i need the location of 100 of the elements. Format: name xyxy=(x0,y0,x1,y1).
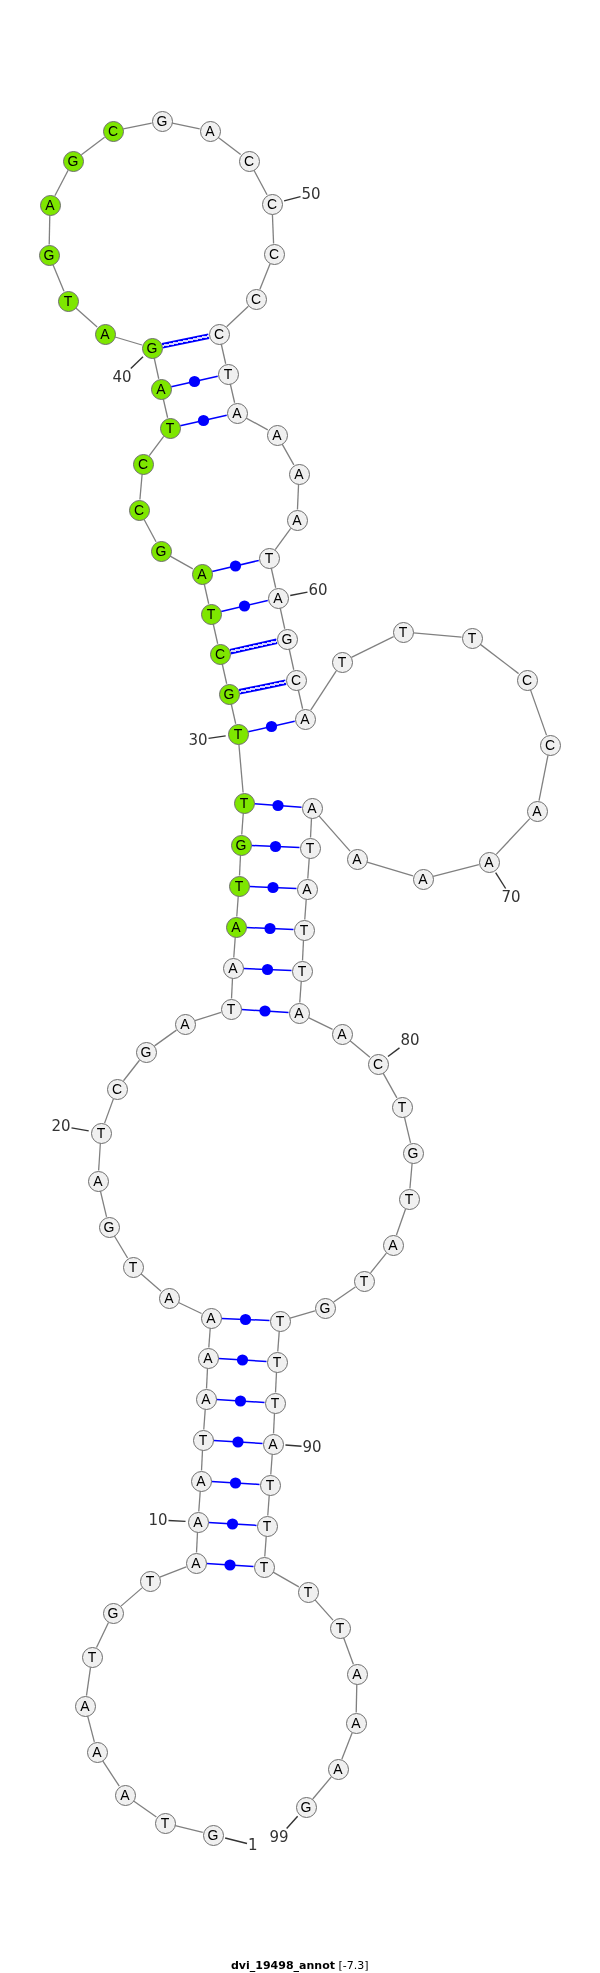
nucleotide-circle: T xyxy=(461,627,483,649)
nucleotide-circle: A xyxy=(346,848,368,870)
nucleotide-circle: G xyxy=(135,1041,157,1063)
nucleotide-circle: A xyxy=(345,1712,367,1734)
base-pair-line xyxy=(247,720,296,733)
nucleotide-circle: C xyxy=(539,734,561,756)
base-pair-line xyxy=(210,1480,261,1486)
base-pair-line xyxy=(215,1398,266,1404)
base-pair-line xyxy=(170,375,219,388)
backbone-line xyxy=(241,812,244,836)
backbone-line xyxy=(98,1142,101,1172)
nucleotide-circle: A xyxy=(191,563,213,585)
position-number: 20 xyxy=(50,1117,72,1135)
nucleotide-circle: A xyxy=(294,708,316,730)
backbone-line xyxy=(230,977,234,1000)
backbone-line xyxy=(271,213,275,245)
nucleotide-circle: T xyxy=(266,1351,288,1373)
nucleotide-circle: A xyxy=(267,587,289,609)
nucleotide-circle: T xyxy=(269,1310,291,1332)
backbone-line xyxy=(236,895,239,918)
nucleotide-circle: T xyxy=(220,998,242,1020)
nucleotide-circle: C xyxy=(128,499,150,521)
backbone-line xyxy=(296,483,300,511)
backbone-line xyxy=(382,1072,398,1099)
nucleotide-circle: A xyxy=(185,1552,207,1574)
base-pair-line xyxy=(229,638,278,655)
backbone-line xyxy=(221,663,228,685)
backbone-line xyxy=(341,1732,353,1760)
nucleotide-circle: C xyxy=(106,1078,128,1100)
nucleotide-circle: A xyxy=(39,194,61,216)
nucleotide-circle: G xyxy=(314,1297,336,1319)
nucleotide-circle: T xyxy=(228,875,250,897)
base-pair-line xyxy=(161,333,210,349)
nucleotide-circle: C xyxy=(367,1053,389,1075)
nucleotide-circle: T xyxy=(122,1256,144,1278)
backbone-line xyxy=(272,1571,300,1588)
base-pair-line xyxy=(220,1317,271,1322)
backbone-line xyxy=(220,343,227,365)
nucleotide-circle: A xyxy=(301,797,323,819)
backbone-line xyxy=(304,898,307,921)
nucleotide-circle: G xyxy=(150,540,172,562)
backbone-line xyxy=(288,648,295,671)
backbone-line xyxy=(87,1715,95,1743)
diagram-caption: dvi_19498_annot [-7.3] xyxy=(231,1958,369,1972)
nucleotide-circle: G xyxy=(202,1824,224,1846)
base-pair-line xyxy=(211,559,260,573)
nucleotide-circle: T xyxy=(200,603,222,625)
nucleotide-circle: A xyxy=(382,1234,404,1256)
backbone-line xyxy=(318,815,351,852)
backbone-line xyxy=(403,1116,412,1144)
backbone-line xyxy=(299,980,302,1004)
backbone-line xyxy=(177,1301,203,1315)
backbone-line xyxy=(301,939,305,962)
backbone-line xyxy=(479,643,520,675)
backbone-line xyxy=(217,136,242,156)
backbone-line xyxy=(349,1040,371,1058)
backbone-line xyxy=(122,122,153,130)
backbone-line xyxy=(307,1016,334,1031)
position-number: 50 xyxy=(300,185,322,203)
nucleotide-circle: T xyxy=(90,1122,112,1144)
leader-line xyxy=(285,1815,299,1830)
base-pair-line xyxy=(238,679,287,695)
backbone-line xyxy=(281,443,295,466)
nucleotide-circle: A xyxy=(197,1347,219,1369)
backbone-line xyxy=(208,1327,211,1349)
nucleotide-circle: A xyxy=(225,916,247,938)
nucleotide-circle: A xyxy=(87,1170,109,1192)
position-number: 10 xyxy=(147,1511,169,1529)
backbone-line xyxy=(122,1059,141,1082)
nucleotide-circle: T xyxy=(81,1646,103,1668)
base-pair-line xyxy=(179,414,228,427)
backbone-line xyxy=(366,861,414,877)
nucleotide-circle: T xyxy=(291,960,313,982)
nucleotide-circle: A xyxy=(150,378,172,400)
nucleotide-circle: G xyxy=(141,337,163,359)
nucleotide-circle: G xyxy=(62,150,84,172)
backbone-line xyxy=(538,754,549,802)
backbone-line xyxy=(355,1683,358,1714)
base-pair-line xyxy=(205,1562,255,1568)
backbone-line xyxy=(75,307,98,328)
nucleotide-circle: G xyxy=(295,1796,317,1818)
nucleotide-circle: A xyxy=(266,424,288,446)
base-pair-line xyxy=(245,926,295,931)
nucleotide-circle: C xyxy=(245,288,267,310)
backbone-line xyxy=(169,555,194,570)
nucleotide-circle: C xyxy=(102,120,124,142)
nucleotide-circle: C xyxy=(238,150,260,172)
nucleotide-circle: A xyxy=(222,957,244,979)
leader-line xyxy=(283,196,302,202)
backbone-line xyxy=(350,636,395,658)
nucleotide-circle: A xyxy=(190,1470,212,1492)
nucleotide-circle: A xyxy=(526,800,548,822)
base-pair-line xyxy=(253,803,303,808)
backbone-line xyxy=(277,1330,280,1353)
leader-line xyxy=(289,591,309,597)
backbone-line xyxy=(103,1098,115,1124)
backbone-line xyxy=(289,1310,316,1319)
backbone-line xyxy=(80,136,106,156)
backbone-line xyxy=(226,305,249,328)
backbone-line xyxy=(153,1029,178,1047)
